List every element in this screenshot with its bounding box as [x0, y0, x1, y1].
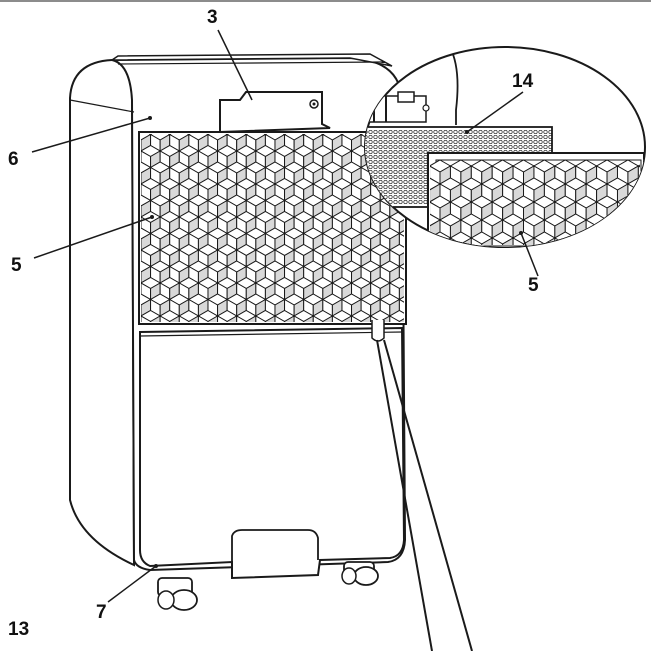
callout-14: 14 [512, 71, 534, 92]
leader-dot-5 [150, 215, 154, 219]
leader-6 [31, 117, 151, 153]
leader-dot-5-detail [519, 231, 523, 235]
power-cord-left [376, 339, 433, 651]
leader-5-main [33, 216, 153, 259]
top-panel-edge [117, 61, 386, 65]
leader-lines [31, 29, 539, 603]
detail-cube-pattern [430, 159, 640, 245]
detail-inset [365, 47, 645, 247]
side-edge-line [69, 99, 135, 113]
wheel-right [341, 561, 379, 586]
callout-6: 6 [8, 149, 19, 170]
callout-5-main: 5 [11, 255, 22, 276]
leader-dot-7 [154, 564, 158, 568]
wheel-left [157, 577, 198, 611]
callout-5-detail: 5 [528, 275, 539, 296]
water-tank [139, 326, 406, 580]
power-cord-right [383, 339, 473, 651]
leader-7 [107, 565, 157, 603]
callout-13: 13 [8, 619, 30, 640]
callout-7: 7 [96, 602, 107, 623]
leader-3 [217, 29, 253, 101]
tank-seam [139, 331, 403, 337]
top-panel [109, 53, 393, 67]
tank-latch [371, 320, 385, 342]
tank-handle-recess [231, 529, 319, 562]
filter-grille-pattern [141, 134, 404, 322]
leader-14 [466, 91, 524, 133]
handle-screw-hole [312, 102, 316, 106]
leader-dot-6 [148, 116, 152, 120]
handle-bracket [219, 91, 331, 134]
callout-3: 3 [207, 7, 218, 28]
leader-dot-14 [465, 130, 469, 134]
leader-5-detail [520, 232, 539, 277]
housing-side [69, 59, 136, 567]
